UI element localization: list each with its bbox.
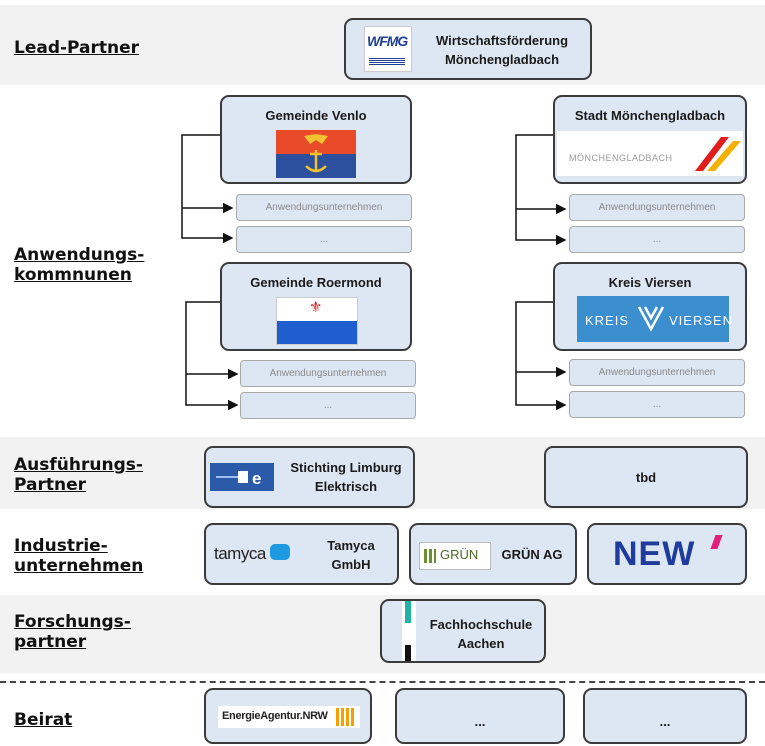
car-icon [270,544,290,560]
stichting-logo: e [210,463,274,491]
roermond-flag: ⚜ [276,297,358,345]
tamyca-logo-text: tamyca [214,544,266,563]
energieagentur-signal-icon [336,708,354,726]
label-forschungspartner: partner [14,632,87,652]
mg-logo: MÖNCHENGLADBACH [557,131,743,176]
viersen-logo: KREIS VIERSEN [577,296,732,342]
stichting-box: e Stichting Limburg Elektrisch [204,446,415,508]
new-logo-text: NEW [613,535,696,573]
energieagentur-logo: EnergieAgentur.NRW [218,706,360,728]
lead-partner-name-line2: Mönchengladbach [444,52,560,67]
venlo-more-box: ... [236,226,412,253]
new-logo-accent-icon [710,535,723,549]
venlo-company-label: Anwendungsunternehmen [265,202,383,213]
mg-box: Stadt Mönchengladbach MÖNCHENGLADBACH [553,95,747,184]
mg-logo-stripes-icon [695,137,741,171]
venlo-box: Gemeinde Venlo [220,95,412,184]
label-lead-partner: Lead-Partner [14,38,140,58]
venlo-company-box: Anwendungsunternehmen [236,194,412,221]
wfmg-logo-text: WFMG [367,33,408,49]
wfmg-logo: WFMG [364,26,412,72]
venlo-title: Gemeinde Venlo [265,108,367,123]
stichting-name-line2: Elektrisch [314,479,378,494]
label-unternehmen: unternehmen [14,556,144,576]
gruen-logo-bars-icon [424,549,436,563]
viersen-box: Kreis Viersen KREIS VIERSEN [553,262,747,351]
energieagentur-logo-text: EnergieAgentur.NRW [222,710,328,722]
viersen-logo-right: VIERSEN [669,313,734,328]
gruen-name: GRÜN AG [501,547,563,562]
mg-company-label: Anwendungsunternehmen [598,202,716,213]
gruen-box: GRÜN GRÜN AG [409,523,577,585]
viersen-company-label: Anwendungsunternehmen [598,367,716,378]
fh-aachen-name-line2: Aachen [457,636,505,651]
roermond-company-label: Anwendungsunternehmen [269,368,387,379]
stichting-name-line1: Stichting Limburg [290,460,402,475]
label-ausfuehrungs: Ausführungs- [14,455,143,475]
beirat-more-box-1: ... [395,688,565,744]
label-partner: Partner [14,475,87,495]
gruen-logo: GRÜN [419,542,491,570]
mg-more-box: ... [569,226,745,253]
connector-viersen [515,301,567,411]
label-anwendungs: Anwendungs- [14,245,145,265]
label-beirat: Beirat [14,710,73,730]
fh-aachen-name-line1: Fachhochschule [429,617,533,632]
mg-more-label: ... [652,234,662,245]
tbd-label: tbd [635,470,657,485]
viersen-emblem-icon [637,306,665,332]
label-kommunen: kommnunen [14,265,132,285]
new-box: NEW [587,523,747,585]
venlo-flag [276,130,356,178]
fh-aachen-box: Fachhochschule Aachen [380,599,546,663]
tbd-box: tbd [544,446,748,508]
label-forschungs: Forschungs- [14,612,131,632]
roermond-company-box: Anwendungsunternehmen [240,360,416,387]
lead-partner-name-line1: Wirtschaftsförderung [435,33,569,48]
tamyca-name-line1: Tamyca [327,538,375,553]
fh-aachen-logo [402,601,416,661]
beirat-more-box-2: ... [583,688,747,744]
beirat-more-label-2: ... [659,714,671,729]
connector-venlo [181,134,234,244]
connector-mg [515,134,567,246]
lead-partner-box: WFMG Wirtschaftsförderung Mönchengladbac… [344,18,592,80]
svg-text:e: e [252,469,261,488]
viersen-more-box: ... [569,391,745,418]
roermond-box: Gemeinde Roermond ⚜ [220,262,412,351]
roermond-title: Gemeinde Roermond [250,275,382,290]
beirat-more-label-1: ... [474,714,486,729]
gruen-logo-text: GRÜN [440,547,479,562]
roermond-more-box: ... [240,392,416,419]
roermond-more-label: ... [323,400,333,411]
energieagentur-box: EnergieAgentur.NRW [204,688,372,744]
viersen-company-box: Anwendungsunternehmen [569,359,745,386]
viersen-more-label: ... [652,399,662,410]
label-industrie: Industrie- [14,536,108,556]
mg-title: Stadt Mönchengladbach [574,108,726,123]
tamyca-name-line2: GmbH [331,557,371,572]
tamyca-box: tamyca Tamyca GmbH [204,523,399,585]
connector-roermond [185,301,239,411]
mg-company-box: Anwendungsunternehmen [569,194,745,221]
viersen-title: Kreis Viersen [608,275,692,290]
venlo-more-label: ... [319,234,329,245]
roermond-lily-icon: ⚜ [309,299,323,316]
plug-icon: e [216,469,261,488]
separator-line [0,681,765,683]
venlo-anchor-icon [304,134,328,173]
wfmg-logo-stripes [369,57,405,65]
viersen-logo-left: KREIS [585,313,630,328]
mg-logo-text: MÖNCHENGLADBACH [569,153,673,163]
